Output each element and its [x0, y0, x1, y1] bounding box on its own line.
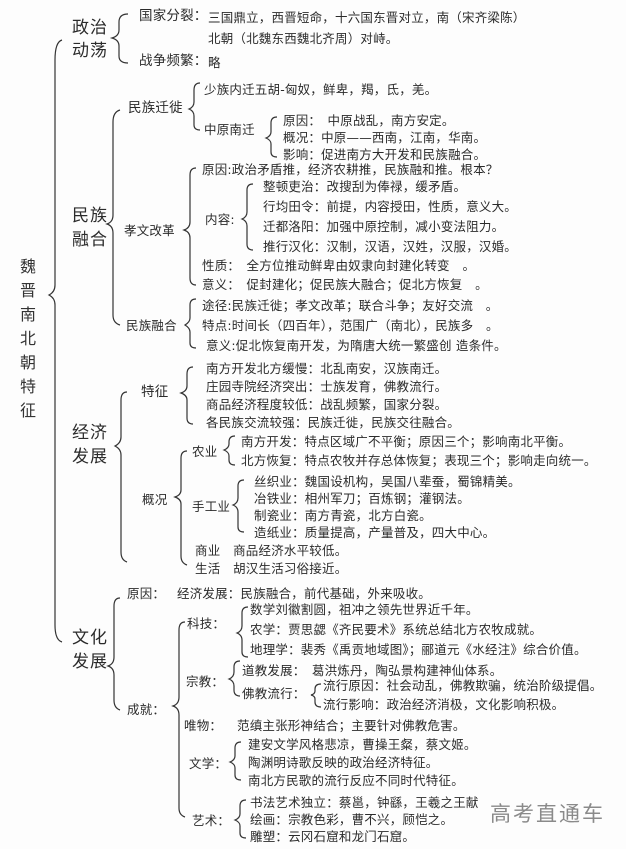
culture-cause-label: 原因： [127, 586, 166, 601]
materialism-label: 唯物： [184, 718, 223, 733]
reform-content-item: 行均田令：前提，内容授田，性质，意义大。 [263, 199, 518, 214]
agri-label: 农业 [192, 444, 218, 459]
ethnic-label-1: 民族 [72, 206, 108, 226]
war-text: 略 [208, 55, 221, 70]
art-item: 书法艺术独立：蔡邕，钟繇，王羲之王献 [250, 795, 479, 810]
craft-item: 丝织业：魏国设机构，吴国八辈蚕，蜀锦精美。 [254, 474, 521, 489]
buddhism-label: 佛教流行： [242, 686, 306, 701]
feature-item: 南方开发北方缓慢：北乱南安，汉族南迁。 [206, 361, 448, 376]
reform-content-label: 内容: [205, 212, 235, 227]
commerce-item: 商业 商品经济水平较低。 [195, 543, 348, 558]
literature-label: 文学： [189, 756, 228, 771]
south-cause: 原因： 中原战乱，南方安定。 [283, 113, 455, 128]
reform-nature: 性质： 全方位推动鲜卑由奴隶向封建化转变 。 [202, 258, 476, 273]
art-item: 雕塑：云冈石窟和龙门石窟。 [250, 829, 416, 844]
features-label: 特征 [141, 384, 169, 400]
fusion-item: 途径:民族迁徙；孝文改革；联合斗争；友好交流 。 [202, 298, 499, 313]
agri-item: 南方开发：特点区域广不平衡；原因三个；影响南北平衡。 [241, 434, 572, 449]
literature-item: 陶渊明诗歌反映的政治经济特征。 [248, 755, 439, 770]
overview-label: 概况 [142, 492, 168, 507]
migration-label: 民族迁徙 [128, 100, 183, 116]
fusion-label: 民族融合 [126, 318, 177, 333]
war-label: 战争频繁： [139, 53, 208, 69]
art-item: 绘画：宗教色彩，曹不兴，顾恺之。 [250, 812, 454, 827]
feature-item: 各民族交流较强：民族迁徙，民族交往融合。 [206, 415, 461, 430]
achievements-label: 成就： [127, 702, 166, 717]
ethnic-label-2: 融合 [72, 230, 108, 250]
split-label: 国家分裂： [139, 8, 208, 24]
reform-content-item: 整顿吏治：改搜刮为俸禄，缓矛盾。 [263, 179, 467, 194]
science-item: 农学：贾思勰《齐民要术》系统总结北方农牧成就。 [250, 622, 543, 637]
economy-label-1: 经济 [72, 423, 108, 443]
culture-cause-text: 经济发展：民族融合，前代基础，外来吸收。 [177, 586, 432, 601]
split-text-2: 北朝（北魏东西魏北齐周）对峙。 [208, 31, 399, 46]
economy-label-2: 发展 [72, 447, 108, 467]
literature-item: 南北方民歌的流行反应不同时代特征。 [248, 773, 464, 788]
reform-label: 孝文改革 [124, 223, 175, 238]
south-migration-label: 中原南迁 [204, 122, 255, 137]
craft-item: 造纸业：质量提高，产量普及，四大中心。 [254, 525, 496, 540]
literature-item: 建安文学风格悲凉，曹操王粲，蔡文姬。 [248, 737, 477, 752]
split-text-1: 三国鼎立，西晋短命，十六国东晋对立，南（宋齐梁陈） [208, 10, 526, 25]
feature-item: 商品经济程度较低：战乱频繁，国家分裂。 [206, 397, 448, 412]
agri-item: 北方恢复：特点农牧并存总体恢复；表现三个；影响走向统一。 [241, 453, 597, 468]
fusion-item: 特点:时间长（四百年），范围广（南北），民族多 。 [202, 318, 499, 333]
science-label: 科技： [187, 616, 226, 631]
main-title: 魏晋南北朝特征 [14, 258, 36, 433]
politics-label-1: 政治 [72, 18, 108, 38]
science-item: 数学刘徽割圆，祖冲之领先世界近千年。 [250, 602, 479, 617]
south-impact: 影响：促进南方大开发和民族融合。 [283, 147, 487, 162]
main-title-text: 魏晋南北朝特征 [17, 258, 36, 426]
reform-cause: 原因:政治矛盾推，经济农耕推，民族融和推。根本？ [202, 162, 499, 177]
fusion-item: 意义:促北恢复南开发，为隋唐大统一繁盛创 造条件。 [206, 338, 507, 353]
taoism-item: 道教发展： 葛洪炼丹，陶弘景构建神仙体系。 [242, 663, 503, 678]
south-overview: 概况：中原——西南，江南，华南。 [283, 130, 487, 145]
craft-item: 制瓷业：南方青瓷，北方白瓷。 [254, 508, 432, 523]
religion-label: 宗教： [186, 674, 225, 689]
science-item: 地理学：裴秀《禹贡地域图》；郦道元《水经注》综合价值。 [250, 642, 587, 657]
craft-label: 手工业 [192, 499, 231, 514]
buddhism-item: 流行原因：社会动乱，佛教欺骗，统治阶级提倡。 [323, 678, 603, 693]
craft-item: 冶铁业：相州军刀；百炼钢；灌钢法。 [254, 491, 470, 506]
reform-content-item: 迁都洛阳：加强中原控制，减小变法阻力。 [263, 219, 505, 234]
culture-label-1: 文化 [72, 628, 108, 648]
reform-content-item: 推行汉化：汉制，汉语，汉姓，汉服，汉婚。 [263, 239, 518, 254]
life-item: 生活 胡汉生活习俗接近。 [195, 561, 348, 576]
politics-label-2: 动荡 [72, 41, 108, 61]
culture-label-2: 发展 [72, 652, 108, 672]
migration-item: 少族内迁五胡-匈奴，鲜卑，羯，氐，羌。 [204, 82, 438, 97]
buddhism-item: 流行影响：政治经济消极，文化影响积极。 [323, 697, 565, 712]
reform-meaning: 意义： 促封建化；促民族大融合；促北方恢复 。 [202, 277, 488, 292]
materialism-text: 范缜主张形神结合；主要针对佛教危害。 [237, 718, 466, 733]
watermark: 高考直通车 [490, 802, 605, 826]
art-label: 艺术： [192, 813, 231, 828]
feature-item: 庄园寺院经济突出：士族发育，佛教流行。 [206, 379, 448, 394]
